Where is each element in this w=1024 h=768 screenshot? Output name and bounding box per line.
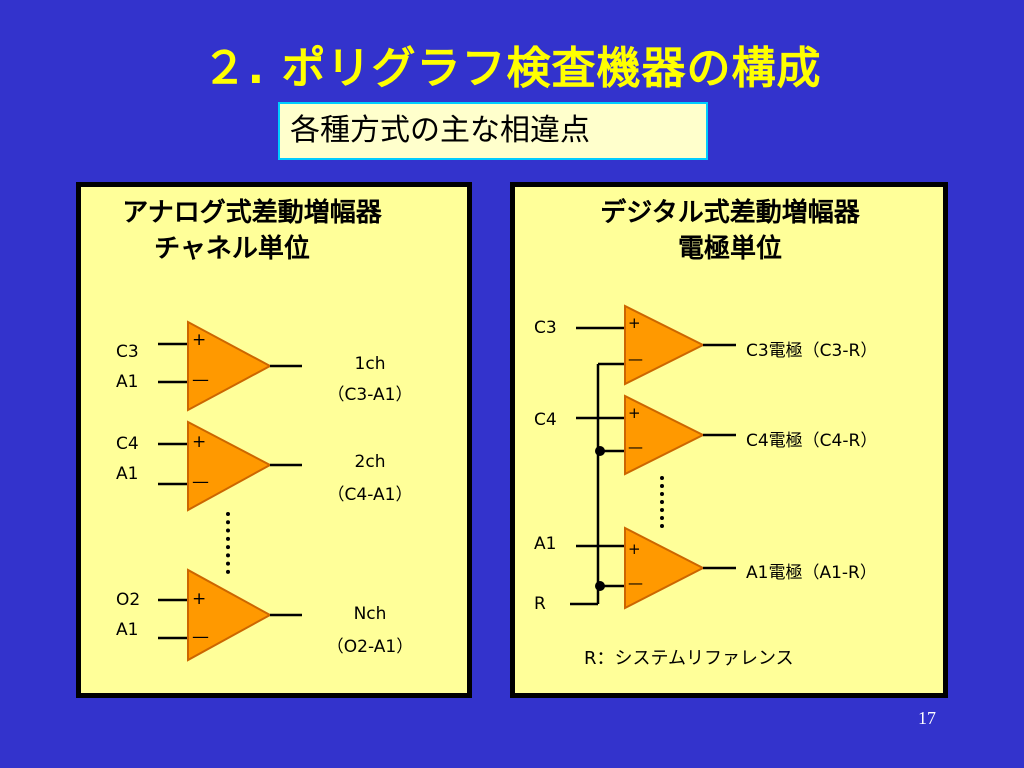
plus-sign: + bbox=[192, 432, 207, 452]
digital-title-line1: デジタル式差動増幅器 bbox=[600, 198, 860, 228]
plus-sign: + bbox=[628, 540, 641, 558]
digital-input-a1: A1 bbox=[534, 534, 557, 554]
amplifier-triangle bbox=[187, 568, 273, 662]
minus-sign: — bbox=[192, 370, 209, 390]
digital-amp-1 bbox=[576, 304, 736, 386]
analog-output-3-pair: （O2-A1） bbox=[326, 637, 414, 657]
junction-dot bbox=[595, 581, 605, 591]
amplifier-triangle bbox=[187, 320, 273, 412]
subtitle-box: 各種方式の主な相違点 bbox=[278, 102, 708, 160]
analog-output-1-pair: （C3-A1） bbox=[327, 385, 413, 405]
analog-input-plus-2: C4 bbox=[116, 434, 139, 454]
slide-title: ２. ポリグラフ検査機器の構成 bbox=[202, 43, 822, 94]
analog-input-plus-1: C3 bbox=[116, 342, 139, 362]
amplifier-triangle bbox=[624, 526, 706, 610]
reference-note: R：システムリファレンス bbox=[584, 648, 794, 669]
analog-output-3: Nch bbox=[353, 604, 387, 624]
digital-output-c4: C4電極（C4-R） bbox=[746, 431, 878, 451]
minus-sign: — bbox=[628, 438, 643, 456]
digital-output-a1: A1電極（A1-R） bbox=[746, 563, 877, 583]
analog-title-line2: チャネル単位 bbox=[154, 234, 310, 264]
analog-input-minus-1: A1 bbox=[116, 372, 139, 392]
digital-input-r: R bbox=[534, 594, 546, 614]
ellipsis-dots bbox=[660, 476, 664, 528]
analog-input-plus-3: O2 bbox=[116, 590, 141, 610]
ellipsis-dots bbox=[226, 512, 230, 574]
minus-sign: — bbox=[192, 627, 209, 647]
page-number: 17 bbox=[918, 708, 936, 728]
digital-input-c4: C4 bbox=[534, 410, 557, 430]
digital-title-line2: 電極単位 bbox=[677, 234, 782, 264]
analog-output-1: 1ch bbox=[354, 354, 386, 374]
digital-amp-3 bbox=[576, 526, 736, 610]
analog-amp-1 bbox=[158, 320, 302, 412]
analog-title-line1: アナログ式差動増幅器 bbox=[122, 198, 382, 228]
plus-sign: + bbox=[192, 330, 207, 350]
minus-sign: — bbox=[628, 574, 643, 592]
analog-input-minus-3: A1 bbox=[116, 620, 139, 640]
analog-amp-2 bbox=[158, 420, 302, 512]
analog-panel bbox=[76, 182, 472, 698]
plus-sign: + bbox=[628, 314, 641, 332]
minus-sign: — bbox=[192, 472, 209, 492]
amplifier-triangle bbox=[624, 394, 706, 476]
analog-output-2: 2ch bbox=[354, 452, 386, 472]
analog-output-2-pair: （C4-A1） bbox=[327, 485, 413, 505]
junction-dot bbox=[595, 446, 605, 456]
amplifier-triangle bbox=[187, 420, 273, 512]
digital-panel bbox=[510, 182, 948, 698]
plus-sign: + bbox=[192, 589, 207, 609]
analog-input-minus-2: A1 bbox=[116, 464, 139, 484]
digital-amp-2 bbox=[576, 394, 736, 476]
minus-sign: — bbox=[628, 350, 643, 368]
analog-amp-3 bbox=[158, 568, 302, 662]
digital-output-c3: C3電極（C3-R） bbox=[746, 341, 878, 361]
reference-bus bbox=[570, 364, 605, 606]
amplifier-triangle bbox=[624, 304, 706, 386]
digital-input-c3: C3 bbox=[534, 318, 557, 338]
plus-sign: + bbox=[628, 404, 641, 422]
